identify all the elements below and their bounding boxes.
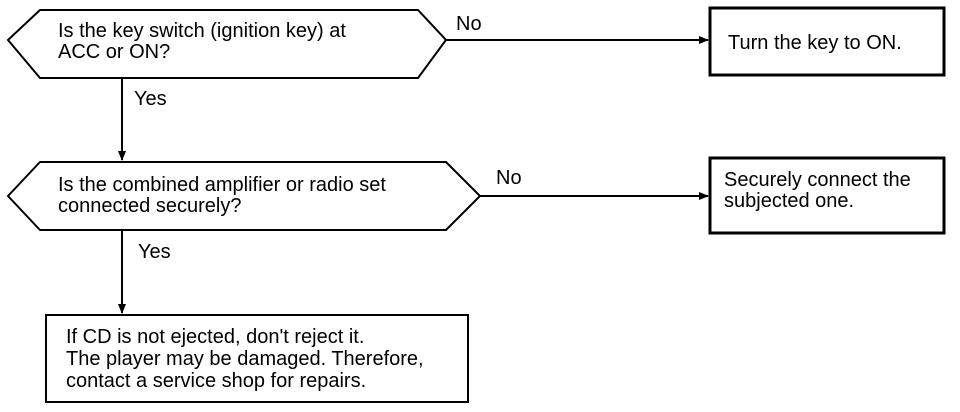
- final-box-line-1: If CD is not ejected, don't reject it.: [66, 326, 365, 348]
- decision-2-line-2: connected securely?: [58, 195, 242, 217]
- action-1-text: Turn the key to ON.: [728, 32, 902, 54]
- decision-1-yes-label: Yes: [134, 88, 167, 110]
- decision-2-yes-label: Yes: [138, 241, 171, 263]
- decision-1-no-label: No: [456, 13, 482, 35]
- decision-1-line-2: ACC or ON?: [58, 41, 171, 63]
- action-1-box: [708, 6, 946, 77]
- decision-2-line-1: Is the combined amplifier or radio set: [58, 174, 386, 196]
- action-2-box: [708, 156, 946, 235]
- action-2-line-2: subjected one.: [724, 190, 855, 212]
- decision-1-line-1: Is the key switch (ignition key) at: [58, 20, 346, 42]
- action-2-line-1: Securely connect the: [724, 169, 911, 191]
- final-box-line-2: The player may be damaged. Therefore,: [66, 348, 424, 370]
- decision-2-no-label: No: [496, 167, 522, 189]
- final-box: [45, 314, 469, 403]
- final-box-line-3: contact a service shop for repairs.: [66, 370, 367, 392]
